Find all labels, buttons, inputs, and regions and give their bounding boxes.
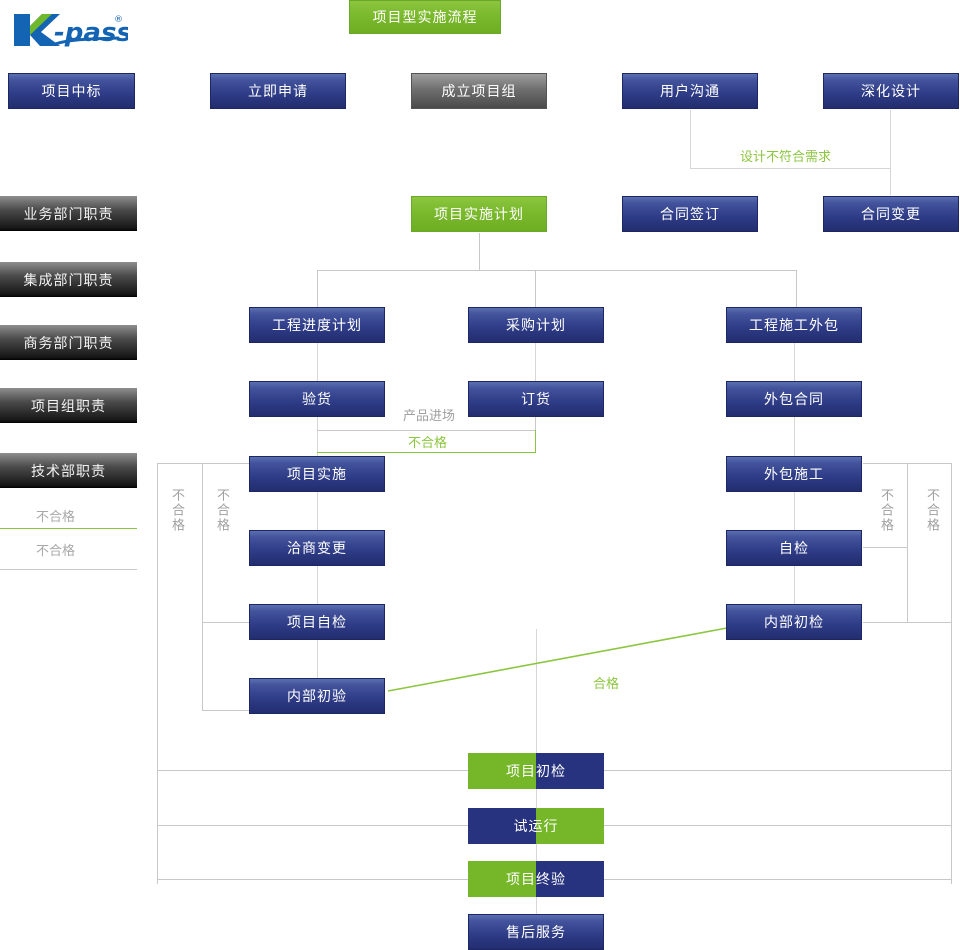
half-navy xyxy=(468,808,536,844)
sidebar-item-business[interactable]: 业务部门职责 xyxy=(0,196,137,231)
connector-order-down xyxy=(535,417,536,431)
connector-outsource-to-contract xyxy=(794,343,795,382)
edge-label-design-mismatch: 设计不符合需求 xyxy=(737,146,835,165)
half-green xyxy=(468,753,536,789)
half-green xyxy=(536,808,604,844)
connector-selfcheck-to-accept xyxy=(317,639,318,678)
node-bid-won[interactable]: 项目中标 xyxy=(8,73,135,109)
node-contract-change[interactable]: 合同变更 xyxy=(823,196,959,232)
connector-negotiate-to-selfcheck xyxy=(317,565,318,604)
rail-right-inner xyxy=(907,463,908,622)
node-self-check[interactable]: 自检 xyxy=(726,530,862,566)
rail-right-internal-check xyxy=(863,622,952,623)
rail-left-outer xyxy=(157,463,158,884)
half-green xyxy=(468,861,536,897)
connector-bottom-spine xyxy=(536,629,537,949)
node-purchase-plan[interactable]: 采购计划 xyxy=(468,307,604,343)
sidebar-item-technology[interactable]: 技术部职责 xyxy=(0,453,137,488)
node-internal-preliminary-acceptance[interactable]: 内部初验 xyxy=(249,678,385,714)
sidebar-note-fail-1: 不合格 xyxy=(36,510,76,525)
node-implementation-plan[interactable]: 项目实施计划 xyxy=(411,196,547,232)
node-contract-signing[interactable]: 合同签订 xyxy=(622,196,758,232)
kpass-logo: -pass ® xyxy=(8,8,128,48)
connector-plan-down xyxy=(479,233,480,271)
connector-progress-to-inspect xyxy=(317,343,318,382)
node-outsourced-construction[interactable]: 外包施工 xyxy=(726,456,862,492)
node-internal-preliminary-check[interactable]: 内部初检 xyxy=(726,604,862,640)
connector-product-arrival xyxy=(317,430,536,431)
connector-bus-to-outsource xyxy=(796,270,797,307)
connector-plan-bus xyxy=(317,270,796,271)
sidebar-item-commerce[interactable]: 商务部门职责 xyxy=(0,325,137,360)
rail-left-outer-top xyxy=(157,463,250,464)
half-navy xyxy=(536,753,604,789)
node-trial-run[interactable]: 试运行 xyxy=(468,808,604,844)
node-project-self-check[interactable]: 项目自检 xyxy=(249,604,385,640)
connector-deep-design-down xyxy=(890,110,891,195)
rail-left-inner-bottom xyxy=(202,710,250,711)
node-progress-plan[interactable]: 工程进度计划 xyxy=(249,307,385,343)
connector-bus-to-progress xyxy=(317,270,318,307)
sidebar-note-fail-2: 不合格 xyxy=(36,544,76,559)
connector-impl-to-negotiate xyxy=(317,491,318,530)
connector-fail-goods xyxy=(317,452,536,453)
node-user-communication[interactable]: 用户沟通 xyxy=(622,73,758,109)
edge-label-fail-left-inner: 不合格 xyxy=(214,485,229,536)
rail-right-outer xyxy=(951,463,952,884)
connector-inspect-to-impl xyxy=(317,417,318,456)
edge-label-fail-goods: 不合格 xyxy=(405,432,451,451)
node-final-acceptance[interactable]: 项目终验 xyxy=(468,861,604,897)
node-after-sales-service[interactable]: 售后服务 xyxy=(468,914,604,950)
node-order-goods[interactable]: 订货 xyxy=(468,381,604,417)
node-project-implementation[interactable]: 项目实施 xyxy=(249,456,385,492)
rail-left-inner-selfcheck xyxy=(202,622,250,623)
node-apply-now[interactable]: 立即申请 xyxy=(210,73,346,109)
sidebar-item-project-team[interactable]: 项目组职责 xyxy=(0,388,137,423)
node-goods-inspection[interactable]: 验货 xyxy=(249,381,385,417)
edge-label-pass: 合格 xyxy=(590,673,623,692)
page-title: 项目型实施流程 xyxy=(349,0,501,34)
edge-label-product-arrival: 产品进场 xyxy=(400,405,459,424)
connector-work-to-selfcheck xyxy=(794,491,795,530)
connector-selfcheck-to-internal xyxy=(794,565,795,604)
node-negotiation-change[interactable]: 洽商变更 xyxy=(249,530,385,566)
sidebar-divider-green xyxy=(0,528,137,529)
edge-label-fail-right-inner: 不合格 xyxy=(878,485,893,536)
connector-fail-goods-riser xyxy=(535,430,536,453)
rail-right-inner-selfcheck xyxy=(863,547,908,548)
connector-purchase-to-order xyxy=(535,343,536,382)
connector-design-feedback xyxy=(690,168,890,169)
node-form-team[interactable]: 成立项目组 xyxy=(411,73,547,109)
svg-text:-pass: -pass xyxy=(54,18,128,48)
node-deep-design[interactable]: 深化设计 xyxy=(823,73,959,109)
node-construction-outsourcing[interactable]: 工程施工外包 xyxy=(726,307,862,343)
connector-contract-to-work xyxy=(794,417,795,456)
node-outsourcing-contract[interactable]: 外包合同 xyxy=(726,381,862,417)
sidebar-item-integration[interactable]: 集成部门职责 xyxy=(0,262,137,297)
edge-label-fail-left-outer: 不合格 xyxy=(169,485,184,536)
rail-left-inner xyxy=(202,463,203,710)
sidebar-divider-gray xyxy=(0,569,137,570)
connector-user-comm-down xyxy=(690,110,691,168)
svg-text:®: ® xyxy=(114,15,123,25)
connector-bus-to-purchase xyxy=(535,270,536,307)
node-project-first-inspection[interactable]: 项目初检 xyxy=(468,753,604,789)
half-navy xyxy=(536,861,604,897)
edge-label-fail-right-outer: 不合格 xyxy=(924,485,939,536)
